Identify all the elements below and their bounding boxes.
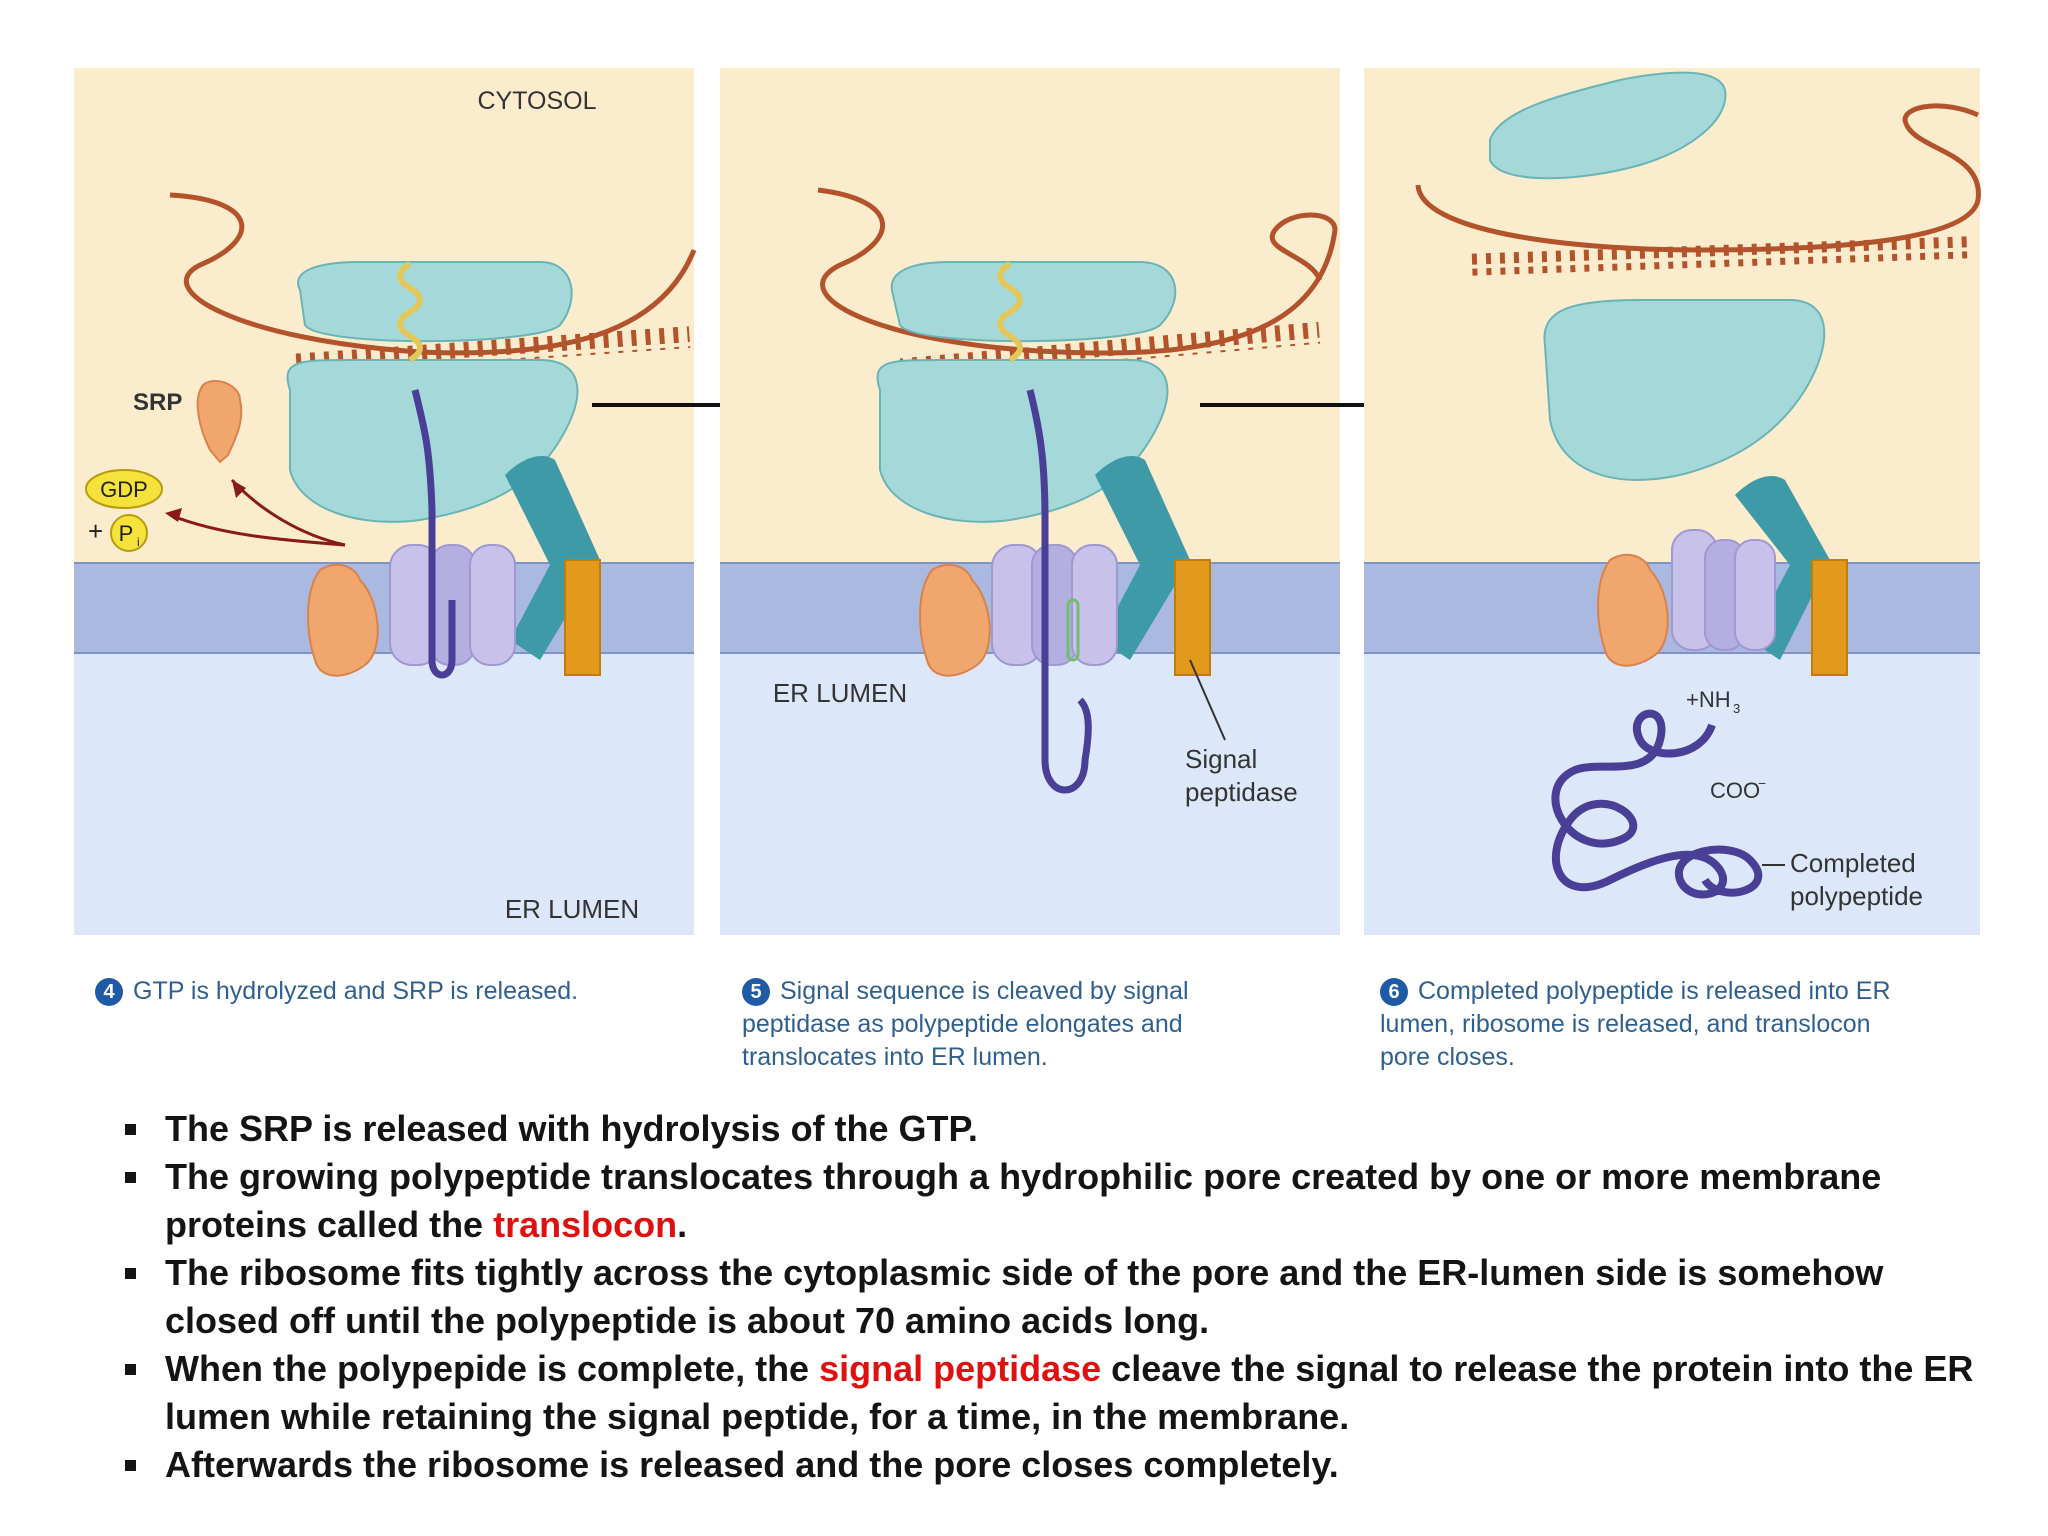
- cleaved-signal-peptide: [1066, 598, 1080, 662]
- released-mrna-strand: [1415, 103, 1981, 253]
- signal-peptidase-pointer: [1189, 659, 1226, 741]
- caption-text: Completed polypeptide is released into E…: [1380, 977, 1891, 1071]
- nh3-label: +NH: [1686, 687, 1731, 712]
- translocon-subunit-3: [1734, 539, 1776, 651]
- coo-superscript: −: [1758, 775, 1766, 791]
- bullet-item: The ribosome fits tightly across the cyt…: [120, 1249, 2000, 1345]
- ribosome-small-subunit: [890, 261, 1177, 343]
- signal-peptidase: [564, 559, 601, 676]
- bullet-text: The growing polypeptide translocates thr…: [165, 1156, 1882, 1245]
- bullet-item: The growing polypeptide translocates thr…: [120, 1153, 2000, 1249]
- er-lumen-label: ER LUMEN: [773, 678, 907, 708]
- gdp-release-arrow: [169, 513, 346, 547]
- coo-label: COO: [1710, 778, 1760, 803]
- released-ribosome-small-subunit: [1489, 71, 1727, 180]
- step-number-badge: 4: [95, 978, 123, 1006]
- nh3-subscript: 3: [1733, 701, 1740, 716]
- bullet-item: The SRP is released with hydrolysis of t…: [120, 1105, 2000, 1153]
- srp-receptor: [919, 563, 991, 677]
- highlight-term: signal peptidase: [819, 1348, 1102, 1389]
- nascent-polypeptide: [411, 389, 456, 679]
- teal-membrane-protein: [505, 455, 600, 660]
- srp-receptor: [307, 563, 379, 677]
- panel-step-4: CYTOSOL ER LUMEN SRP GDP + P i: [74, 68, 697, 935]
- srp-label: SRP: [133, 389, 182, 416]
- bullet-text: cleave the signal to release the protein…: [165, 1348, 1974, 1437]
- translocon-subunit-3: [469, 544, 516, 666]
- gdp-label: GDP: [100, 477, 148, 502]
- srp-translocation-diagram: CYTOSOL ER LUMEN SRP GDP + P i: [74, 68, 1981, 935]
- mrna-strand: [169, 192, 697, 356]
- released-ribosome-large-subunit: [1543, 299, 1826, 481]
- gdp-release-arrowhead: [165, 508, 182, 522]
- srp-receptor: [1597, 553, 1669, 667]
- panel-step-5: ER LUMEN Signal peptidase: [720, 68, 1340, 935]
- translocon-subunit-3: [1071, 544, 1118, 666]
- ribosome-large-subunit: [876, 359, 1169, 523]
- teal-membrane-protein: [1095, 455, 1190, 660]
- er-lumen-label: ER LUMEN: [505, 894, 639, 924]
- bullet-text: When the polypepide is complete, the: [165, 1348, 820, 1389]
- step-number-badge: 6: [1380, 978, 1408, 1006]
- cytosol-label: CYTOSOL: [477, 87, 596, 115]
- phosphate-badge: [110, 514, 148, 552]
- highlight-term: translocon: [493, 1204, 678, 1245]
- srp-release-arrowhead: [232, 480, 246, 498]
- gdp-badge: [85, 469, 163, 509]
- caption-step-4: 4 GTP is hydrolyzed and SRP is released.: [95, 975, 655, 1008]
- ribosome-large-subunit: [286, 359, 579, 523]
- bullet-text: .: [677, 1204, 688, 1245]
- translocon-subunit-2: [1031, 544, 1078, 666]
- bullet-item: Afterwards the ribosome is released and …: [120, 1441, 2000, 1489]
- completed-polypeptide-label-line1: Completed: [1790, 848, 1916, 878]
- phosphate-subscript: i: [137, 535, 140, 549]
- completed-polypeptide-label-line2: polypeptide: [1790, 881, 1923, 911]
- signal-peptidase: [1174, 559, 1211, 676]
- summary-bullet-list: The SRP is released with hydrolysis of t…: [120, 1105, 2000, 1489]
- signal-peptidase-label-line1: Signal: [1185, 744, 1257, 774]
- ribosome-small-subunit: [297, 261, 573, 343]
- released-mrna-codons: [1469, 236, 1971, 276]
- bullet-item: When the polypepide is complete, the sig…: [120, 1345, 2000, 1441]
- step-number-badge: 5: [742, 978, 770, 1006]
- signal-sequence-helix: [997, 261, 1023, 363]
- teal-membrane-protein: [1735, 475, 1830, 660]
- signal-peptidase: [1811, 559, 1848, 676]
- completed-polypeptide-chain: [1551, 709, 1763, 899]
- srp-particle: [196, 380, 243, 464]
- bullet-text: The SRP is released with hydrolysis of t…: [165, 1108, 978, 1149]
- phosphate-label: P: [119, 521, 134, 546]
- signal-sequence-helix: [397, 261, 423, 363]
- bullet-text: The ribosome fits tightly across the cyt…: [165, 1252, 1884, 1341]
- caption-text: GTP is hydrolyzed and SRP is released.: [133, 977, 579, 1005]
- nascent-polypeptide: [1026, 389, 1092, 794]
- panel-step-6: +NH 3 COO − Completed polypeptide: [1364, 68, 1981, 935]
- bullet-text: Afterwards the ribosome is released and …: [165, 1444, 1339, 1485]
- caption-text: Signal sequence is cleaved by signal pep…: [742, 977, 1189, 1071]
- signal-peptidase-label-line2: peptidase: [1185, 777, 1298, 807]
- plus-sign: +: [88, 516, 103, 546]
